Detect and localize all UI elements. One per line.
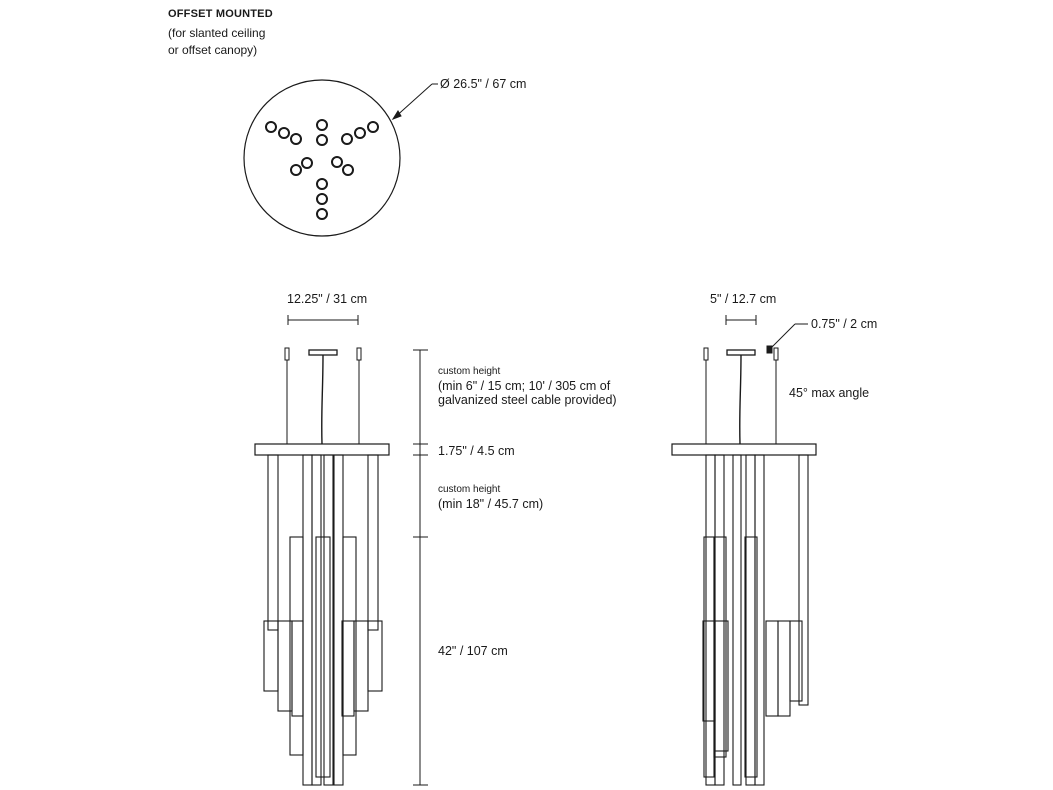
side-width-dimension	[725, 315, 757, 325]
body-height-label: 42" / 107 cm	[438, 644, 508, 658]
side-offset-leader	[766, 323, 808, 354]
diagram-subtitle-line-1: (for slanted ceiling	[168, 26, 266, 40]
cable-height-note-1: (min 6" / 15 cm; 10' / 305 cm of	[438, 379, 611, 393]
vertical-dimension-chain	[413, 349, 428, 786]
front-canopies-and-cables	[284, 347, 362, 445]
diagram-subtitle-line-2: or offset canopy)	[168, 43, 258, 57]
cable-height-note-2: galvanized steel cable provided)	[438, 393, 617, 407]
front-disc	[254, 443, 390, 456]
front-width-dimension	[287, 315, 359, 325]
front-width-label: 12.25" / 31 cm	[287, 292, 368, 306]
plan-diameter-label: Ø 26.5" / 67 cm	[440, 77, 527, 91]
side-rods	[702, 454, 809, 786]
upper-height-label: custom height	[438, 484, 501, 495]
side-canopy-width-label: 5" / 12.7 cm	[710, 292, 777, 306]
plan-view-rods	[265, 119, 379, 220]
front-rods	[263, 454, 383, 786]
side-disc	[671, 443, 817, 456]
side-canopies-and-cables	[703, 347, 779, 445]
cable-height-label: custom height	[438, 366, 501, 377]
disc-thickness-label: 1.75" / 4.5 cm	[438, 444, 515, 458]
plan-view-circle	[243, 79, 438, 237]
side-canopy-offset-label: 0.75" / 2 cm	[811, 317, 878, 331]
max-angle-label: 45° max angle	[789, 386, 870, 400]
upper-height-note: (min 18" / 45.7 cm)	[438, 497, 544, 511]
diagram-title: OFFSET MOUNTED	[168, 8, 273, 20]
